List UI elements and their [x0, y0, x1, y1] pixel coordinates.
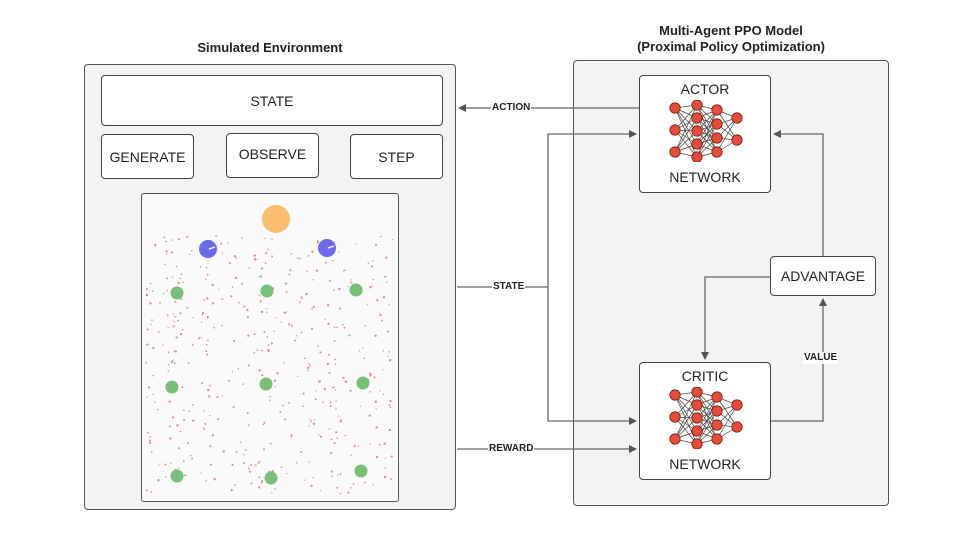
arena-canvas	[145, 205, 394, 495]
agent-marker	[199, 240, 217, 258]
actor-network-label: NETWORK	[669, 169, 741, 185]
neuron-icon	[691, 138, 703, 150]
neuron-icon	[669, 389, 681, 401]
neuron-icon	[691, 412, 703, 424]
neuron-icon	[669, 433, 681, 445]
neuron-icon	[711, 391, 723, 403]
neuron-icon	[711, 433, 723, 445]
goal-marker	[262, 205, 290, 233]
neuron-icon	[691, 387, 703, 398]
advantage-to-actor-arrow	[773, 130, 824, 256]
environment-title: Simulated Environment	[197, 40, 343, 55]
value-edge-label: VALUE	[803, 352, 839, 364]
critic-network-label: NETWORK	[669, 456, 741, 472]
neuron-icon	[669, 124, 681, 136]
neuron-icon	[711, 104, 723, 116]
neuron-icon	[669, 411, 681, 423]
neuron-icon	[691, 100, 703, 111]
neuron-icon	[711, 118, 723, 130]
actor-network-box: ACTOR NETWORK	[639, 75, 771, 193]
neuron-icon	[711, 146, 723, 158]
neuron-icon	[669, 102, 681, 114]
neuron-icon	[731, 112, 743, 124]
neuron-icon	[691, 112, 703, 124]
agent-marker	[318, 239, 336, 257]
obstacle-marker	[264, 471, 278, 485]
observe-button[interactable]: OBSERVE	[226, 133, 319, 178]
obstacle-marker	[170, 469, 184, 483]
state-box: STATE	[101, 75, 443, 126]
model-title-line2: (Proximal Policy Optimization)	[637, 39, 825, 54]
neuron-icon	[669, 146, 681, 158]
state-to-critic-arrow	[547, 287, 637, 425]
obstacle-marker	[170, 286, 184, 300]
neuron-icon	[691, 425, 703, 437]
neuron-icon	[731, 421, 743, 433]
critic-label: CRITIC	[681, 368, 729, 384]
obstacle-marker	[260, 284, 274, 298]
neuron-icon	[691, 125, 703, 137]
obstacle-marker	[165, 380, 179, 394]
actor-neural-net-icon	[669, 100, 743, 162]
step-button[interactable]: STEP	[350, 134, 443, 179]
value-arrow	[771, 298, 827, 422]
critic-neural-net-icon	[669, 387, 743, 449]
neuron-icon	[711, 405, 723, 417]
generate-button[interactable]: GENERATE	[101, 134, 194, 179]
neuron-icon	[691, 438, 703, 449]
advantage-box: ADVANTAGE	[770, 256, 876, 296]
obstacle-marker	[356, 376, 370, 390]
advantage-to-critic-arrow	[701, 276, 770, 360]
simulation-arena	[141, 193, 399, 502]
obstacle-marker	[354, 464, 368, 478]
neuron-icon	[691, 399, 703, 411]
reward-edge-label: REWARD	[488, 443, 535, 455]
neuron-icon	[731, 134, 743, 146]
neuron-icon	[711, 419, 723, 431]
state-to-actor-arrow	[547, 130, 637, 287]
critic-network-box: CRITIC NETWORK	[639, 362, 771, 480]
obstacle-marker	[349, 283, 363, 297]
action-edge-label: ACTION	[491, 102, 532, 114]
state-edge-label: STATE	[492, 281, 526, 293]
neuron-icon	[711, 132, 723, 144]
agent-heading	[327, 245, 335, 249]
obstacle-marker	[259, 377, 273, 391]
model-title-line1: Multi-Agent PPO Model	[659, 23, 803, 38]
agent-heading	[208, 246, 216, 250]
actor-label: ACTOR	[680, 81, 730, 97]
neuron-icon	[731, 399, 743, 411]
neuron-icon	[691, 151, 703, 162]
